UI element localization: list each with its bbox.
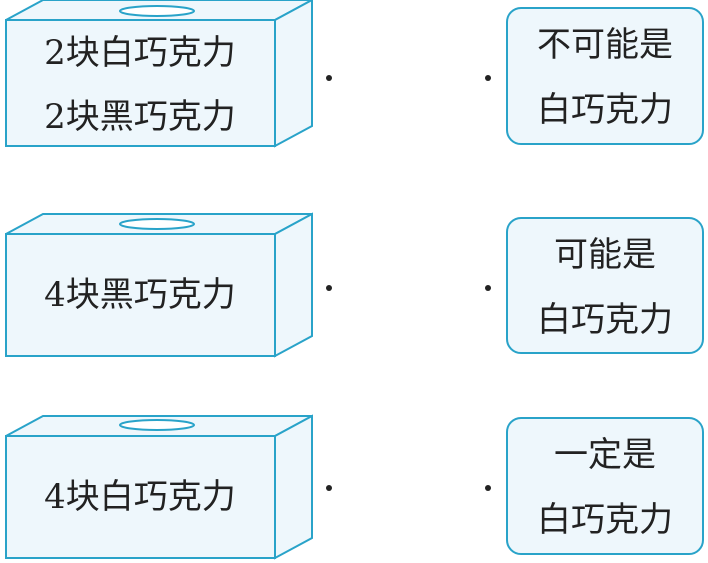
box-3-line-1: 4块白巧克力 bbox=[44, 477, 236, 517]
match-dot-right-3[interactable] bbox=[485, 485, 491, 491]
chocolate-box-1: 2块白巧克力 2块黑巧克力 bbox=[5, 0, 313, 148]
chocolate-box-2: 4块黑巧克力 bbox=[5, 212, 313, 358]
match-dot-right-2[interactable] bbox=[485, 285, 491, 291]
box-1-line-1: 2块白巧克力 bbox=[44, 33, 236, 73]
answer-card-3: 一定是 白巧克力 bbox=[506, 417, 704, 555]
answer-card-frame bbox=[506, 7, 704, 145]
box-side-face bbox=[274, 414, 313, 560]
box-side-face bbox=[274, 212, 313, 358]
box-slot bbox=[119, 218, 195, 230]
match-dot-left-2[interactable] bbox=[326, 285, 332, 291]
answer-3-line-2: 白巧克力 bbox=[537, 500, 673, 540]
box-1-line-2: 2块黑巧克力 bbox=[44, 97, 236, 137]
answer-card-1: 不可能是 白巧克力 bbox=[506, 7, 704, 145]
match-dot-right-1[interactable] bbox=[485, 75, 491, 81]
box-slot bbox=[119, 419, 195, 431]
answer-1-line-1: 不可能是 bbox=[537, 25, 673, 65]
answer-card-2: 可能是 白巧克力 bbox=[506, 217, 704, 354]
box-front-face bbox=[5, 435, 276, 559]
match-dot-left-3[interactable] bbox=[326, 485, 332, 491]
answer-card-frame bbox=[506, 417, 704, 555]
box-slot bbox=[119, 5, 195, 17]
answer-3-line-1: 一定是 bbox=[554, 435, 656, 475]
box-2-line-1: 4块黑巧克力 bbox=[44, 275, 236, 315]
box-front-face bbox=[5, 233, 276, 357]
chocolate-box-3: 4块白巧克力 bbox=[5, 414, 313, 560]
answer-2-line-1: 可能是 bbox=[554, 235, 656, 275]
box-front-face bbox=[5, 19, 276, 147]
box-side-face bbox=[274, 0, 313, 148]
answer-1-line-2: 白巧克力 bbox=[537, 90, 673, 130]
match-dot-left-1[interactable] bbox=[326, 75, 332, 81]
answer-2-line-2: 白巧克力 bbox=[537, 300, 673, 340]
answer-card-frame bbox=[506, 217, 704, 354]
